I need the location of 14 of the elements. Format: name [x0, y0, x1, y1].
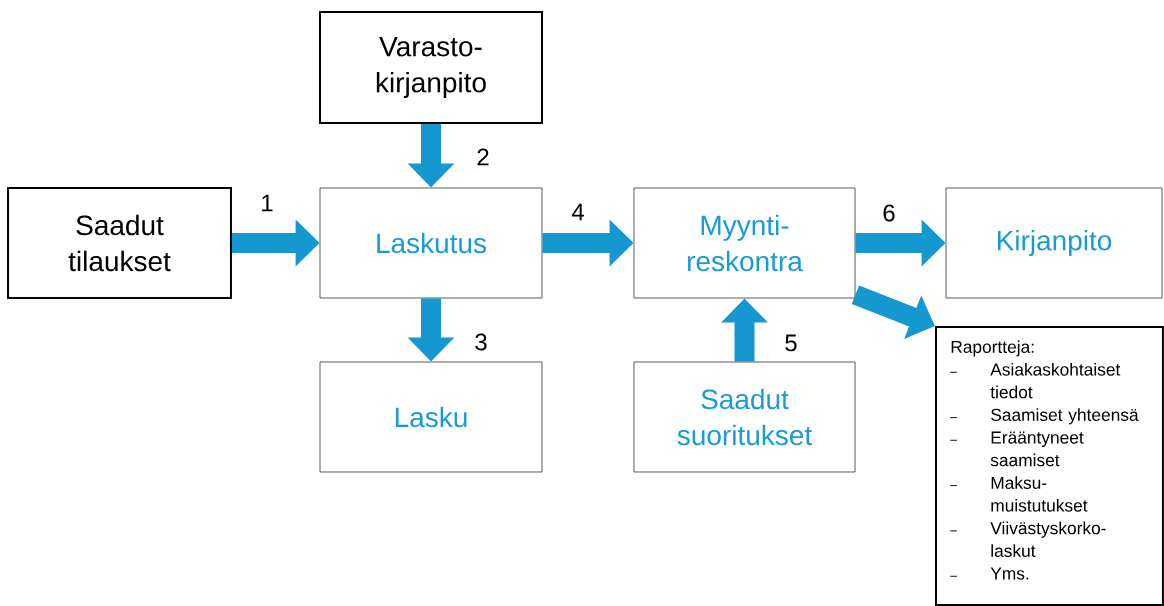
process-box: Varasto- kirjanpito	[319, 11, 543, 124]
edge-label: 6	[883, 204, 895, 222]
edge-label: 3	[475, 333, 487, 351]
edge-label: 5	[785, 334, 797, 352]
edge-label: 1	[262, 194, 273, 212]
process-box: Saadut tilaukset	[7, 187, 232, 299]
process-box: Myynti- reskontra	[633, 187, 856, 299]
process-box: Kirjanpito	[945, 187, 1163, 299]
process-box: Laskutus	[319, 187, 543, 299]
process-box: Lasku	[319, 361, 543, 473]
report-box: Raportteja: Asiakaskohtaiset tiedot Saamiset yhteensä Erääntyneet saamiset Maksu- muistutukset Viivästyskorko- laskut Yms.	[935, 326, 1164, 606]
edge-label: 4	[571, 203, 584, 221]
process-box: Saadut suoritukset	[633, 361, 856, 473]
edge-label: 2	[477, 148, 489, 166]
